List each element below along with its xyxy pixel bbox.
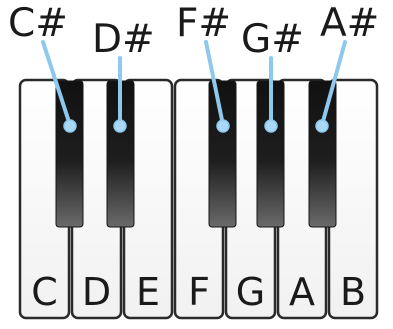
white-key-label: E [136, 270, 160, 314]
sharp-label: G# [241, 17, 304, 62]
sharp-label: D# [92, 17, 155, 62]
black-keys [55, 80, 337, 228]
sharp-labels: C# D# F# G# A# [8, 1, 379, 62]
sharp-pointers [41, 40, 347, 133]
white-key-label: B [340, 270, 366, 314]
pointer-c-sharp [41, 40, 77, 133]
white-key-label: C [31, 270, 58, 314]
white-keys: C D E F G A B [18, 78, 379, 320]
black-key-c-sharp[interactable] [55, 80, 84, 228]
black-key-f-sharp[interactable] [208, 80, 237, 228]
white-key-label: G [236, 270, 265, 314]
pointer-d-sharp [113, 56, 127, 133]
sharp-label: F# [176, 1, 231, 46]
sharp-label: C# [8, 1, 68, 46]
pointer-a-sharp [315, 40, 347, 133]
white-key-label: F [188, 270, 210, 314]
pointer-f-sharp [204, 40, 230, 133]
white-key-label: D [82, 270, 111, 314]
white-key-label: A [289, 270, 315, 314]
sharp-label: A# [320, 1, 379, 46]
black-key-a-sharp[interactable] [308, 80, 337, 228]
pointer-g-sharp [264, 56, 278, 133]
